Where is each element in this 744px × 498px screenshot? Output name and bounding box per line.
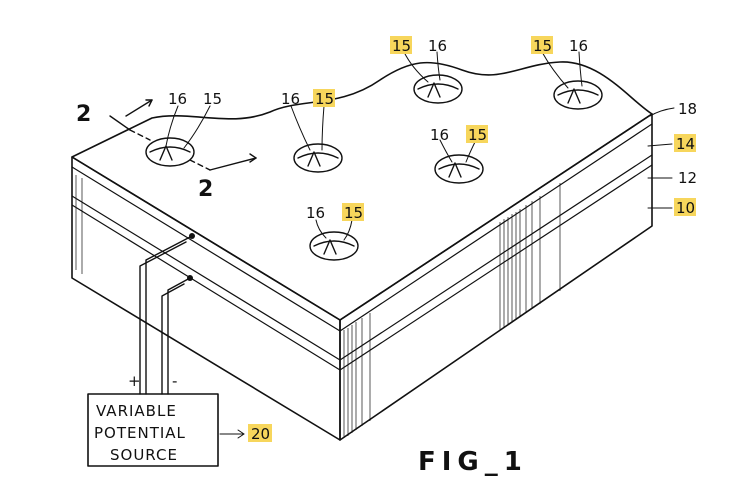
label-15-top-center: 15: [392, 37, 411, 55]
label-15-center: 15: [468, 126, 487, 144]
hole-left: [145, 137, 195, 167]
source-line-3: SOURCE: [110, 446, 178, 464]
right-face: [339, 113, 653, 441]
section-markers: [109, 99, 257, 171]
label-10: 10: [676, 199, 695, 217]
label-12: 12: [678, 169, 697, 187]
label-16-front: 16: [306, 204, 325, 222]
hole-leaders: [165, 51, 583, 241]
label-16-left: 16: [168, 90, 187, 108]
label-15-mid-left: 15: [315, 90, 334, 108]
label-16-top-center: 16: [428, 37, 447, 55]
label-15-front: 15: [344, 204, 363, 222]
section-marker-right: 2: [198, 177, 213, 202]
hole-top-right: [553, 80, 603, 110]
label-20: 20: [251, 425, 270, 443]
source-leader-arrow: [237, 429, 245, 439]
hole-center: [434, 154, 484, 184]
figure-title: FIG_1: [418, 447, 528, 477]
label-15-top-right: 15: [533, 37, 552, 55]
variable-potential-source-box: [87, 393, 219, 467]
face-shading: [75, 175, 561, 438]
source-line-1: VARIABLE: [96, 402, 177, 420]
section-marker-left: 2: [76, 102, 91, 127]
terminal-bottom: [187, 275, 193, 281]
holes: [145, 74, 603, 261]
highlight-15-top-center: [390, 36, 412, 54]
highlight-15-center: [466, 125, 488, 143]
hole-labels: 16 15 16 15 15 16 15 16 16 15 16 15: [168, 36, 588, 222]
label-16-top-right: 16: [569, 37, 588, 55]
top-surface: [71, 61, 653, 321]
label-16-mid-left: 16: [281, 90, 300, 108]
highlight-14: [674, 134, 696, 152]
label-15-left: 15: [203, 90, 222, 108]
terminal-top: [189, 233, 195, 239]
label-14: 14: [676, 135, 695, 153]
source-line-2: POTENTIAL: [94, 424, 186, 442]
layer-leaders: [647, 107, 675, 209]
highlight-15-mid-left: [313, 89, 335, 107]
highlight-10: [674, 198, 696, 216]
wires: [139, 235, 193, 395]
layer-lines: [71, 123, 653, 371]
hole-mid-left: [293, 143, 343, 173]
highlight-15-front: [342, 203, 364, 221]
highlight-20: [248, 424, 272, 442]
terminal-positive: +: [128, 372, 141, 390]
label-16-center: 16: [430, 126, 449, 144]
highlight-15-top-right: [531, 36, 553, 54]
label-18: 18: [678, 100, 697, 118]
hole-top-center: [413, 74, 463, 104]
terminal-negative: -: [172, 372, 177, 390]
hole-front: [309, 231, 359, 261]
